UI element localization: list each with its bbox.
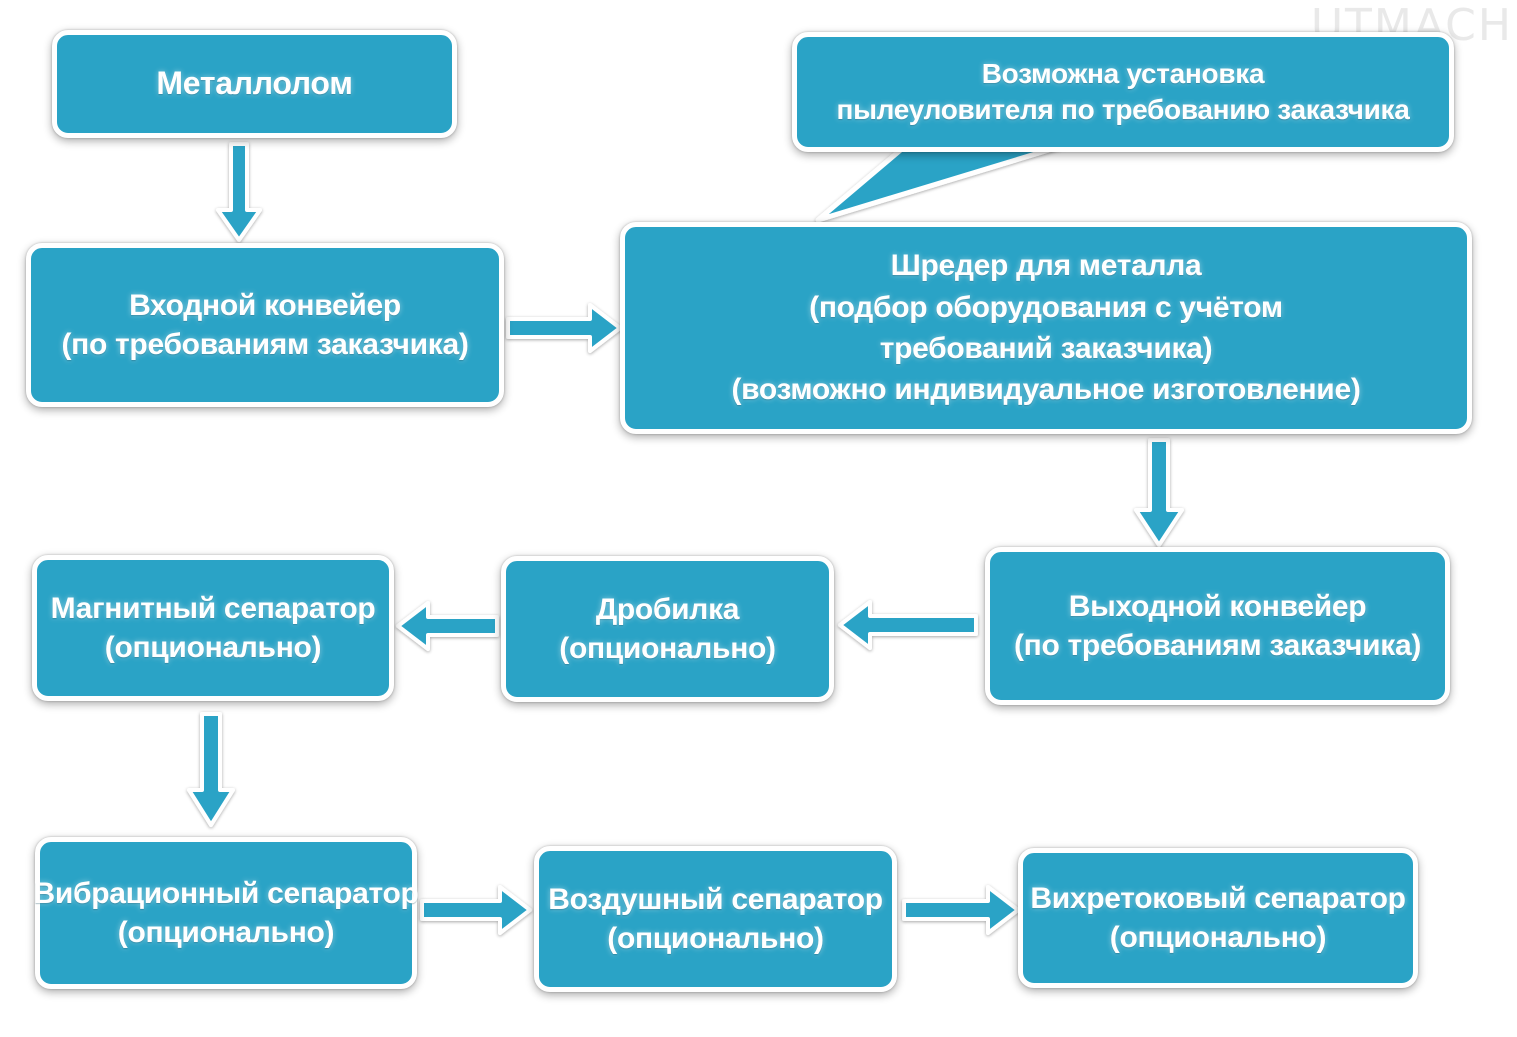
node-magnetic-separator: Магнитный сепаратор (опционально) <box>32 555 394 701</box>
node-crusher: Дробилка (опционально) <box>501 556 834 702</box>
node-shredder-line-3: требований заказчика) <box>879 332 1213 365</box>
node-magnetic-separator-line-2: (опционально) <box>104 631 322 664</box>
node-crusher-line-1: Дробилка <box>595 593 740 626</box>
callout-tail <box>815 139 1078 223</box>
callout-dust-collector-line-1: Возможна установка <box>981 57 1265 89</box>
node-air-separator-line-1: Воздушный сепаратор <box>548 883 883 916</box>
node-output-conveyor-line-2: (по требованиям заказчика) <box>1013 629 1422 662</box>
callout-dust-collector: Возможна установка пылеуловителя по треб… <box>792 32 1454 152</box>
node-metallolom: Металлолом <box>52 30 457 138</box>
node-vibration-separator-line-1: Вибрационный сепаратор <box>33 877 419 910</box>
node-magnetic-separator-line-1: Магнитный сепаратор <box>50 592 376 625</box>
arrow-down-shredder-to-output <box>1134 438 1184 547</box>
node-eddy-current-separator: Вихретоковый сепаратор (опционально) <box>1018 848 1418 988</box>
node-shredder: Шредер для металла (подбор оборудования … <box>620 222 1472 434</box>
node-vibration-separator-line-2: (опционально) <box>117 916 335 949</box>
node-output-conveyor: Выходной конвейер (по требованиям заказч… <box>985 547 1450 705</box>
node-input-conveyor-line-2: (по требованиям заказчика) <box>61 328 469 361</box>
arrow-left-crusher-to-magnetic <box>396 601 499 651</box>
node-shredder-line-2: (подбор оборудования с учётом <box>809 290 1283 324</box>
node-air-separator: Воздушный сепаратор (опционально) <box>534 846 897 992</box>
arrow-right-vibration-to-air <box>420 885 532 935</box>
arrow-right-air-to-eddy <box>902 885 1020 935</box>
node-input-conveyor: Входной конвейер (по требованиям заказчи… <box>26 243 504 407</box>
node-shredder-line-1: Шредер для металла <box>890 249 1202 283</box>
node-crusher-line-2: (опционально) <box>559 632 776 665</box>
arrow-right-input-to-shredder <box>506 303 622 353</box>
node-eddy-current-separator-line-2: (опционально) <box>1109 921 1327 954</box>
node-input-conveyor-line-1: Входной конвейер <box>129 289 401 322</box>
arrow-down-magnetic-to-vibration <box>187 712 235 827</box>
node-vibration-separator: Вибрационный сепаратор (опционально) <box>33 837 419 989</box>
node-air-separator-line-2: (опционально) <box>607 922 824 955</box>
node-metallolom-line-1: Металлолом <box>156 65 353 102</box>
node-shredder-line-4: (возможно индивидуальное изготовление) <box>731 373 1361 407</box>
node-eddy-current-separator-line-1: Вихретоковый сепаратор <box>1030 882 1406 915</box>
callout-dust-collector-line-2: пылеуловителя по требованию заказчика <box>836 94 1410 125</box>
arrow-down-metallolom <box>216 142 262 242</box>
arrow-left-output-to-crusher <box>838 600 978 650</box>
node-output-conveyor-line-1: Выходной конвейер <box>1068 590 1367 623</box>
